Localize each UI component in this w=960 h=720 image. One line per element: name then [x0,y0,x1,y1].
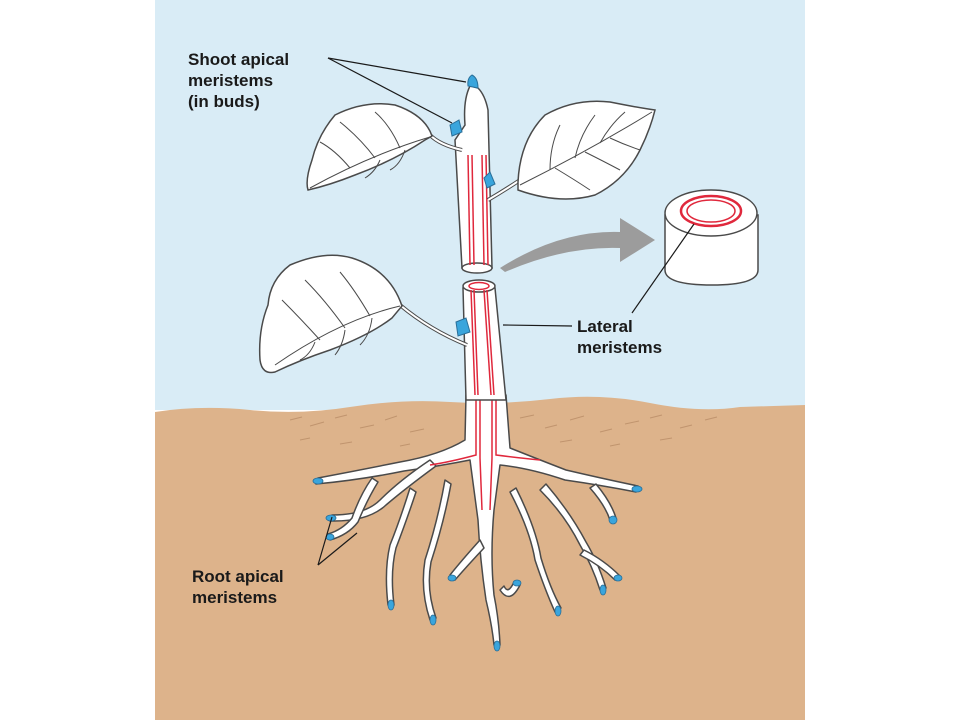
label-line: Root apical [192,567,284,586]
axillary-bud [449,119,463,137]
root-tip [631,485,643,493]
root-tip [387,599,395,611]
root-tip [312,477,324,485]
root-tip [447,574,457,582]
leader-lines [317,57,695,566]
lateral-meristems-label: Lateral meristems [577,316,662,358]
axillary-bud [483,171,496,189]
soil-texture [289,414,718,447]
upper-right-leaf [486,100,656,202]
label-line: meristems [577,338,663,357]
root-tip [554,605,562,617]
root-lateral-meristem-lines [429,395,541,511]
root-apical-meristems-label: Root apical meristems [192,566,284,608]
stem-cut-top [462,279,496,293]
root-tip [493,640,501,652]
root-tip [613,574,623,582]
label-line: meristems [188,71,274,90]
label-line: Lateral [577,317,633,336]
root-tips [312,477,643,652]
cross-section-arrow [500,218,655,272]
root-tip [512,579,522,587]
shoot-apical-meristems-label: Shoot apical meristems (in buds) [188,49,289,112]
root-tip [429,614,437,626]
upper-stem [454,85,493,274]
upper-left-leaf [306,103,463,191]
plant-meristem-diagram [155,0,805,720]
lower-bud [455,317,471,337]
lower-stem [462,279,507,401]
label-line: meristems [192,588,278,607]
root-tip [599,584,607,596]
stem-cross-section [664,189,759,286]
label-line: Shoot apical [188,50,290,69]
root-tip [608,515,618,525]
label-line: (in buds) [188,92,260,111]
lower-leaf [258,254,468,374]
apical-bud [467,74,479,89]
